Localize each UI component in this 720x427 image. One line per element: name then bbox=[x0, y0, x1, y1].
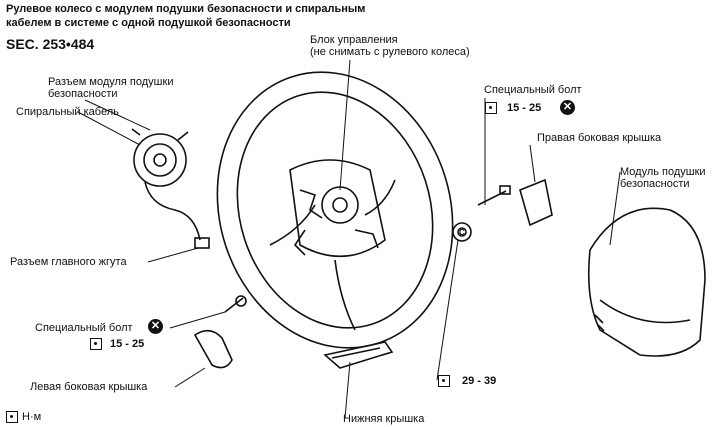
steering-hub bbox=[289, 159, 386, 258]
x-circle-icon: ✕ bbox=[148, 319, 163, 334]
page-title-line-1: Рулевое колесо с модулем подушки безопас… bbox=[6, 3, 366, 15]
label-airbag-module-2: безопасности bbox=[620, 178, 690, 190]
special-bolt-left bbox=[224, 295, 247, 313]
lower-cover bbox=[323, 341, 394, 369]
steering-wheel-rim-inner bbox=[236, 91, 434, 329]
c-circle-icon: C bbox=[459, 228, 465, 237]
page-title-line-2: кабелем в системе с одной подушкой безоп… bbox=[6, 17, 291, 29]
label-airbag-module-connector-1: Разъем модуля подушки bbox=[48, 76, 174, 88]
label-special-bolt-left: Специальный болт bbox=[35, 322, 133, 334]
wrench-icon bbox=[485, 102, 497, 114]
label-right-side-cover: Правая боковая крышка bbox=[537, 132, 662, 144]
torque-right: 15 - 25 bbox=[507, 102, 542, 114]
airbag-module bbox=[588, 207, 706, 357]
label-special-bolt-right: Специальный болт bbox=[484, 84, 582, 96]
label-left-side-cover: Левая боковая крышка bbox=[30, 381, 148, 393]
torque-nut: 29 - 39 bbox=[462, 375, 497, 387]
label-airbag-module-1: Модуль подушки bbox=[620, 166, 706, 178]
spiral-cable bbox=[131, 128, 210, 249]
wrench-icon bbox=[90, 338, 102, 350]
section-code: SEC. 253•484 bbox=[6, 36, 95, 52]
wrench-icon bbox=[438, 375, 450, 387]
wrench-icon bbox=[6, 411, 18, 423]
nut bbox=[452, 222, 472, 242]
label-control-unit-1: Блок управления bbox=[310, 34, 398, 46]
label-lower-cover: Нижняя крышка bbox=[343, 413, 425, 425]
label-spiral-cable: Спиральный кабель bbox=[16, 106, 119, 118]
torque-left: 15 - 25 bbox=[110, 338, 145, 350]
left-side-cover bbox=[193, 329, 233, 369]
label-airbag-module-connector-2: безопасности bbox=[48, 88, 118, 100]
right-side-cover bbox=[519, 178, 553, 227]
x-circle-icon: ✕ bbox=[560, 100, 575, 115]
special-bolt-right bbox=[477, 185, 511, 206]
label-main-harness-connector: Разъем главного жгута bbox=[10, 256, 127, 268]
label-control-unit-2: (не снимать с рулевого колеса) bbox=[310, 46, 470, 58]
legend-unit: Н·м bbox=[22, 411, 42, 423]
